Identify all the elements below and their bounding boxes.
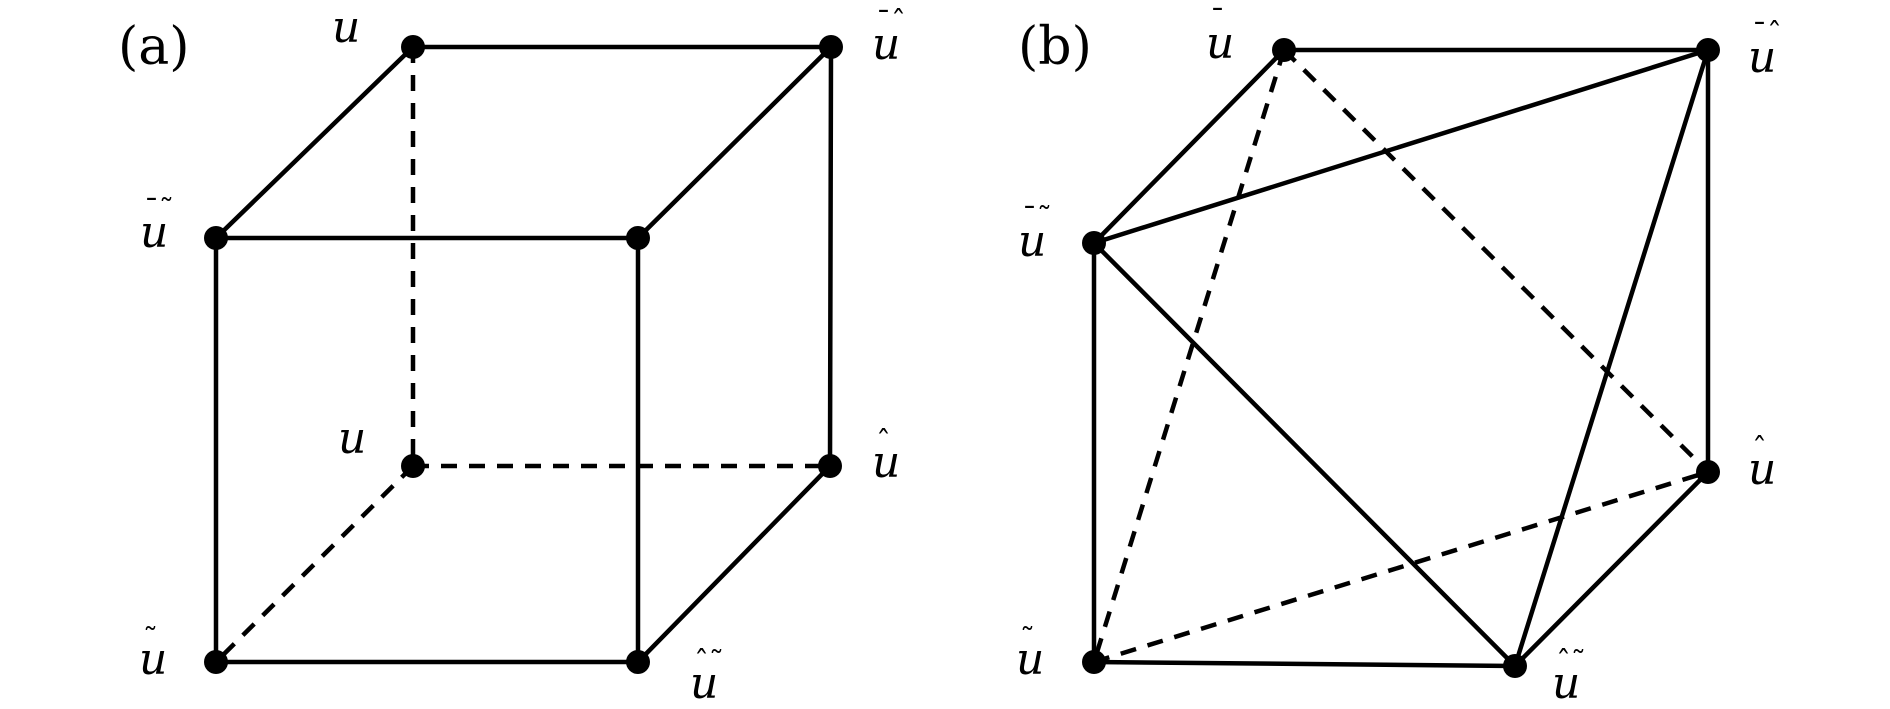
panel-a-vertex-u-tilde (204, 650, 228, 674)
panel-a-edge-uhat-utildehat (635, 463, 833, 665)
panel-b-label-u-hat: u ˆ (1748, 432, 1776, 495)
panel-a-label-u-tilde: u ˜ (139, 622, 167, 685)
panel-a-vertex-u-tilde-hat (626, 650, 650, 674)
panel-a-edge-u-utilde (214, 464, 415, 664)
svg-text:u: u (332, 2, 360, 53)
svg-text:˜: ˜ (143, 622, 158, 657)
panel-b: (b) u ¯ u ¯ˆ u ¯˜ (1016, 3, 1782, 709)
panel-a-vertex-u-corner (626, 226, 650, 250)
svg-text:u: u (1748, 444, 1776, 495)
svg-text:ˆ: ˆ (1752, 432, 1767, 467)
panel-a-label-u-hat: u ˆ (872, 425, 900, 488)
svg-text:u: u (1748, 32, 1776, 83)
panel-a-label-u: u (338, 413, 366, 464)
panel-a-label-u-tilde-hat: u ˆ˜ (690, 645, 724, 709)
panel-a-edge-uhatbar-corner (635, 44, 834, 241)
panel-a-vertex-u-bar (401, 35, 425, 59)
panel-b-label: (b) (1018, 17, 1092, 77)
panel-b-vertex-u-tilde (1082, 650, 1106, 674)
svg-text:u: u (1552, 658, 1580, 709)
svg-text:u: u (140, 207, 168, 258)
svg-text:u: u (1018, 216, 1046, 267)
svg-text:u: u (690, 658, 718, 709)
svg-text:u: u (872, 19, 900, 70)
panel-b-label-u-tilde-bar: u ¯˜ (1018, 201, 1052, 267)
panel-b-label-u-tilde-hat: u ˆ˜ (1552, 645, 1586, 709)
panel-b-edge-ubar-uhat (1282, 48, 1710, 474)
svg-text:¯˜: ¯˜ (1022, 201, 1052, 236)
panel-a-label-u-tilde-bar: u ¯˜ (140, 193, 174, 258)
panel-a-vertex-u-hat-bar (819, 35, 843, 59)
panel-b-label-u-tilde: u ˜ (1016, 622, 1044, 685)
panel-b-vertex-u-tilde-bar (1082, 231, 1106, 255)
panel-b-vertex-u-hat (1696, 460, 1720, 484)
panel-b-edge-utildebar-uhatbar (1091, 47, 1711, 246)
panel-a-vertex-u-hat (818, 454, 842, 478)
panel-b-edge-utilde-utildehat (1091, 659, 1518, 669)
panel-b-label-u-bar: u ¯ (1206, 3, 1234, 69)
panel-a-label-u-hat-bar: u ¯ˆ (872, 5, 906, 70)
panel-b-edge-utilde-uhat (1093, 469, 1709, 665)
panel-a-vertex-u-tilde-bar (204, 226, 228, 250)
panel-b-edge-ubar-utilde (1091, 49, 1287, 663)
panel-a-label: (a) (118, 17, 190, 77)
panel-a-edge-uhatbar-uhat (827, 44, 834, 469)
svg-text:ˆ˜: ˆ˜ (694, 645, 724, 680)
panel-b-edge-uhatbar-utildehat (1512, 47, 1711, 669)
panel-a-vertex-u (401, 454, 425, 478)
svg-text:¯˜: ¯˜ (144, 193, 174, 228)
svg-text:ˆ: ˆ (876, 425, 891, 460)
panel-b-vertex-u-tilde-hat (1503, 654, 1527, 678)
panel-b-vertex-u-hat-bar (1696, 38, 1720, 62)
svg-text:˜: ˜ (1020, 622, 1035, 657)
svg-text:¯ˆ: ¯ˆ (876, 5, 906, 40)
svg-text:¯: ¯ (334, 0, 349, 20)
svg-text:u: u (139, 634, 167, 685)
panel-a-label-u-bar: u ¯ (332, 0, 360, 53)
panel-b-edge-uhat-utildehat (1512, 469, 1711, 669)
panel-b-edge-utildebar-utildehat (1091, 240, 1518, 669)
panel-b-edge-ubar-utildebar (1091, 47, 1287, 246)
svg-text:u: u (872, 437, 900, 488)
panel-b-vertex-u-bar (1272, 38, 1296, 62)
svg-text:¯: ¯ (1210, 3, 1225, 38)
svg-text:u: u (338, 413, 366, 464)
panel-b-label-u-hat-bar: u ¯ˆ (1748, 17, 1782, 83)
panel-a-edge-ubar-utildebar (213, 44, 416, 241)
panel-a: (a) u ¯ u ¯ˆ u (118, 0, 906, 709)
svg-text:¯ˆ: ¯ˆ (1752, 17, 1782, 52)
svg-text:u: u (1206, 18, 1234, 69)
svg-text:ˆ˜: ˆ˜ (1556, 645, 1586, 680)
svg-text:u: u (1016, 634, 1044, 685)
